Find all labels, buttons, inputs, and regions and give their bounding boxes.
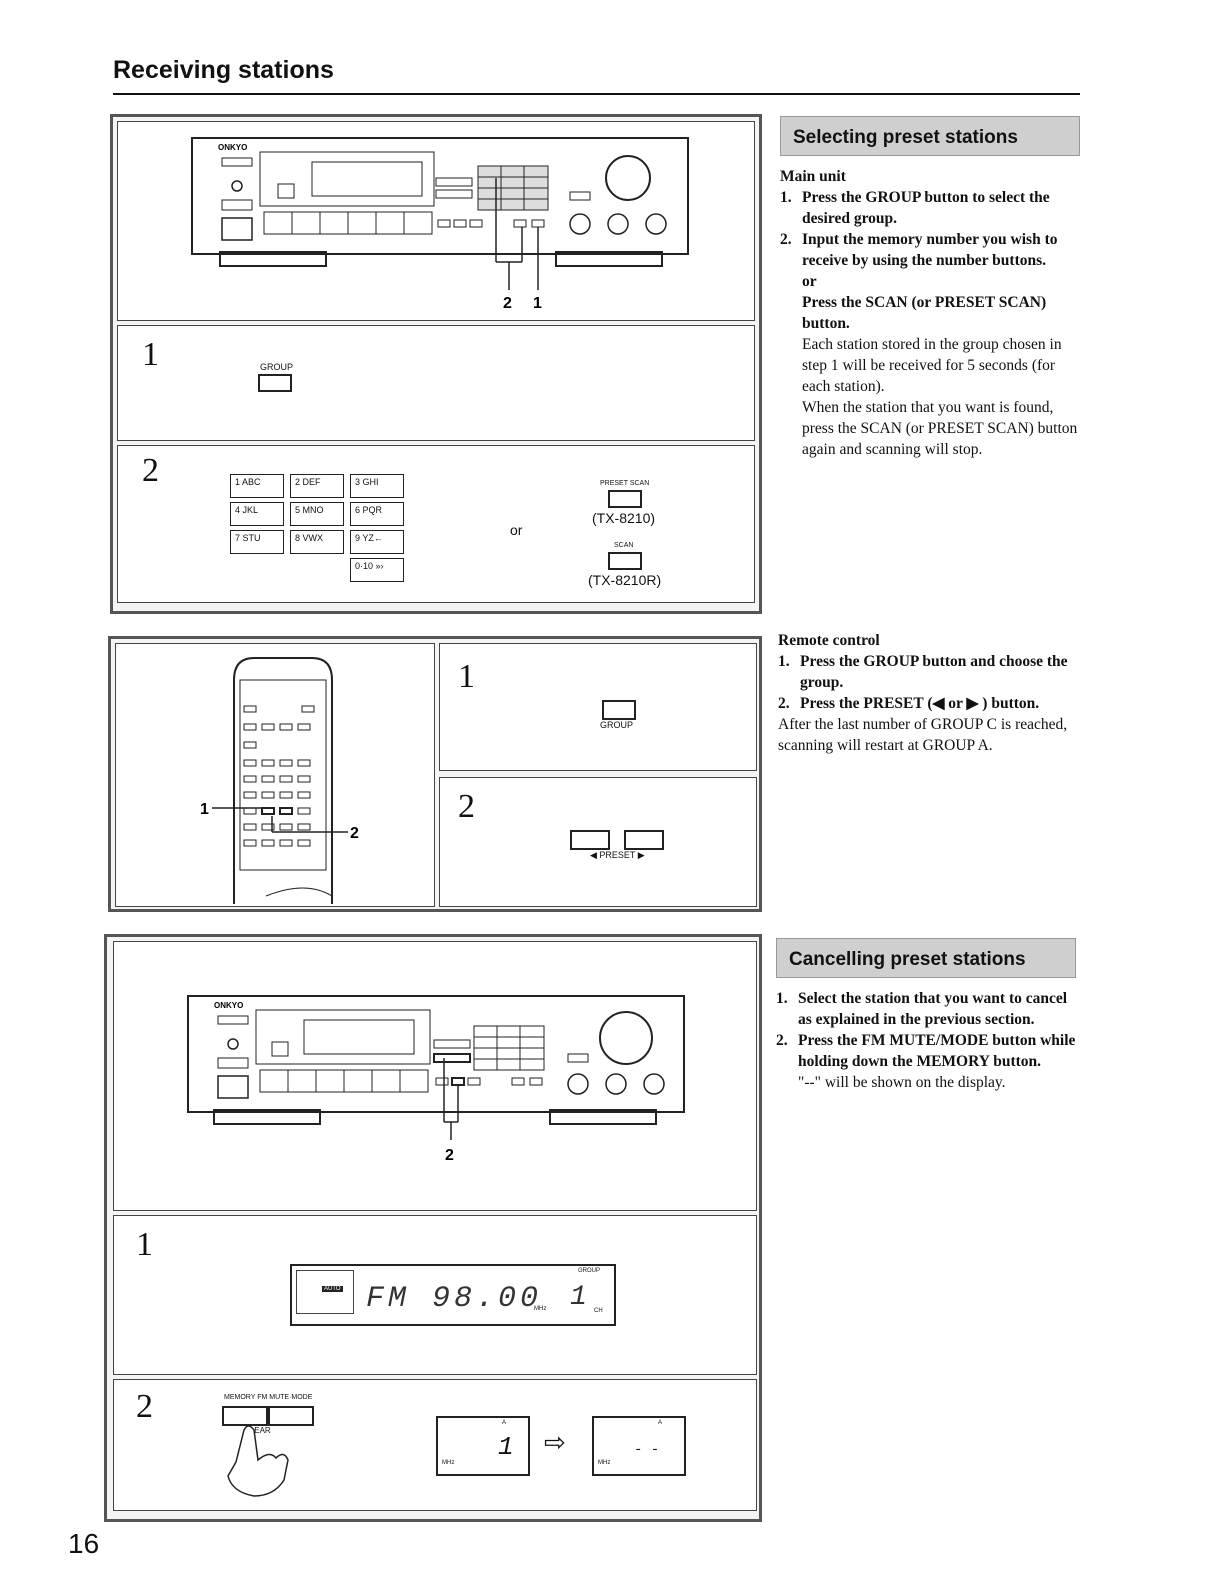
display-b-mhz: MHz xyxy=(442,1460,455,1466)
scan-label: SCAN xyxy=(614,542,634,549)
page-title: Receiving stations xyxy=(113,56,334,84)
preset-scan-button[interactable] xyxy=(608,490,642,508)
cancel-step-number-1: 1 xyxy=(136,1226,153,1263)
figure-step2-keypad: 2 1 ABC 2 DEF 3 GHI 4 JKL 5 MNO 6 PQR 7 … xyxy=(117,445,755,603)
remote-callout-2: 2 xyxy=(350,825,359,842)
figure-remote-drawing: 1 2 xyxy=(115,643,435,907)
selecting-step-1: 1.Press the GROUP button to select the d… xyxy=(780,189,1050,227)
figure-step1-group: 1 GROUP xyxy=(117,325,755,441)
display-channel: 1 xyxy=(570,1282,587,1313)
title-rule xyxy=(113,93,1080,95)
cancelling-text: 1.Select the station that you want to ca… xyxy=(776,988,1076,1093)
memory-fm-mute-label: MEMORY FM MUTE·MODE xyxy=(224,1394,313,1401)
keypad-key-3[interactable]: 3 GHI xyxy=(350,474,404,498)
display-ch: CH xyxy=(594,1308,603,1314)
callout-1: 1 xyxy=(533,295,542,312)
remote-step-number-1: 1 xyxy=(458,658,475,695)
keypad-key-2[interactable]: 2 DEF xyxy=(290,474,344,498)
selecting-step-2: 2.Input the memory number you wish to re… xyxy=(780,231,1058,269)
display-group: GROUP xyxy=(578,1268,601,1274)
selecting-or: or xyxy=(802,273,817,290)
receiver-illustration-2: ONKYO xyxy=(187,995,685,1164)
figure-remote: 1 2 1 GROUP 2 ◀ PRESET ▶ xyxy=(108,636,762,912)
figure-cancelling: ONKYO xyxy=(104,934,762,1522)
display-auto-indicator: AUTO xyxy=(322,1286,343,1292)
display-cleared: - - A MHz xyxy=(592,1416,686,1476)
preset-right-button[interactable] xyxy=(624,830,664,850)
remote-group-label: GROUP xyxy=(600,720,634,730)
cancel-step-number-2: 2 xyxy=(136,1388,153,1425)
display-flashing: 1 A MHz xyxy=(436,1416,530,1476)
remote-text: Remote control 1.Press the GROUP button … xyxy=(778,630,1078,756)
figure-cancel-receiver: ONKYO xyxy=(113,941,757,1211)
tuner-display: AUTO FM 98.00 MHz 1 GROUP CH xyxy=(290,1264,616,1326)
step-number-1: 1 xyxy=(142,336,159,373)
heading-selecting: Selecting preset stations xyxy=(780,116,1080,156)
memory-button[interactable] xyxy=(222,1406,268,1426)
selecting-step-2b: Press the SCAN (or PRESET SCAN) button. xyxy=(802,294,1047,332)
keypad-key-8[interactable]: 8 VWX xyxy=(290,530,344,554)
callout-2: 2 xyxy=(503,295,512,312)
preset-scan-label: PRESET SCAN xyxy=(600,480,650,487)
figure-remote-step2: 2 ◀ PRESET ▶ xyxy=(439,777,757,907)
main-unit-label: Main unit xyxy=(780,168,846,185)
selecting-para-1: Each station stored in the group chosen … xyxy=(802,336,1062,395)
preset-label: ◀ PRESET ▶ xyxy=(590,850,645,860)
model-tx8210r: (TX-8210R) xyxy=(588,572,662,588)
display-b-channel: 1 xyxy=(498,1432,514,1462)
selecting-para-2: When the station that you want is found,… xyxy=(802,399,1078,458)
remote-step-1: 1.Press the GROUP button and choose the … xyxy=(778,653,1068,691)
hand-icon xyxy=(227,1425,289,1497)
cancelling-step-1: 1.Select the station that you want to ca… xyxy=(776,990,1068,1028)
figure-remote-step1: 1 GROUP xyxy=(439,643,757,771)
group-button[interactable] xyxy=(258,374,292,392)
display-c-mhz: MHz xyxy=(598,1460,611,1466)
brand-logo: ONKYO xyxy=(218,143,247,152)
page-number: 16 xyxy=(68,1528,100,1559)
remote-para: After the last number of GROUP C is reac… xyxy=(778,716,1068,754)
scan-button[interactable] xyxy=(608,552,642,570)
remote-step-2: 2.Press the PRESET (◀ or ▶ ) button. xyxy=(778,695,1040,712)
cancelling-step-2: 2.Press the FM MUTE/MODE button while ho… xyxy=(776,1032,1076,1070)
keypad-key-6[interactable]: 6 PQR xyxy=(350,502,404,526)
keypad-key-1[interactable]: 1 ABC xyxy=(230,474,284,498)
heading-cancelling: Cancelling preset stations xyxy=(776,938,1076,978)
fm-mute-mode-button[interactable] xyxy=(268,1406,314,1426)
cancelling-note: "--" will be shown on the display. xyxy=(798,1074,1006,1091)
keypad-key-5[interactable]: 5 MNO xyxy=(290,502,344,526)
preset-left-button[interactable] xyxy=(570,830,610,850)
display-c-group: A xyxy=(658,1420,663,1426)
keypad-key-7[interactable]: 7 STU xyxy=(230,530,284,554)
figure-receiver-top: ONKYO xyxy=(117,121,755,321)
step-number-2: 2 xyxy=(142,452,159,489)
or-label: or xyxy=(510,522,523,538)
keypad-key-0-10[interactable]: 0·10 »› xyxy=(350,558,404,582)
remote-group-button[interactable] xyxy=(602,700,636,720)
keypad-key-9[interactable]: 9 YZ← xyxy=(350,530,404,554)
display-c-dash: - - xyxy=(634,1442,660,1458)
display-mhz: MHz xyxy=(534,1306,547,1312)
cancel-callout-2: 2 xyxy=(445,1147,454,1164)
brand-logo-2: ONKYO xyxy=(214,1001,243,1010)
selecting-text: Main unit 1.Press the GROUP button to se… xyxy=(780,166,1080,460)
figure-cancel-step1: 1 AUTO FM 98.00 MHz 1 GROUP CH xyxy=(113,1215,757,1375)
remote-label: Remote control xyxy=(778,632,880,649)
model-tx8210: (TX-8210) xyxy=(592,510,656,526)
figure-selecting-main: ONKYO xyxy=(110,114,762,614)
arrow-icon: ⇨ xyxy=(544,1428,566,1457)
receiver-illustration: ONKYO xyxy=(191,137,689,312)
clear-label: CLEAR xyxy=(244,1426,271,1435)
remote-step-number-2: 2 xyxy=(458,788,475,825)
group-button-label: GROUP xyxy=(260,362,294,372)
remote-illustration: 1 2 xyxy=(200,657,359,904)
display-frequency: FM 98.00 xyxy=(366,1282,543,1316)
remote-callout-1: 1 xyxy=(200,801,209,818)
keypad-key-4[interactable]: 4 JKL xyxy=(230,502,284,526)
display-b-group: A xyxy=(502,1420,507,1426)
figure-cancel-step2: 2 MEMORY FM MUTE·MODE CLEAR 1 A MHz ⇨ - … xyxy=(113,1379,757,1511)
